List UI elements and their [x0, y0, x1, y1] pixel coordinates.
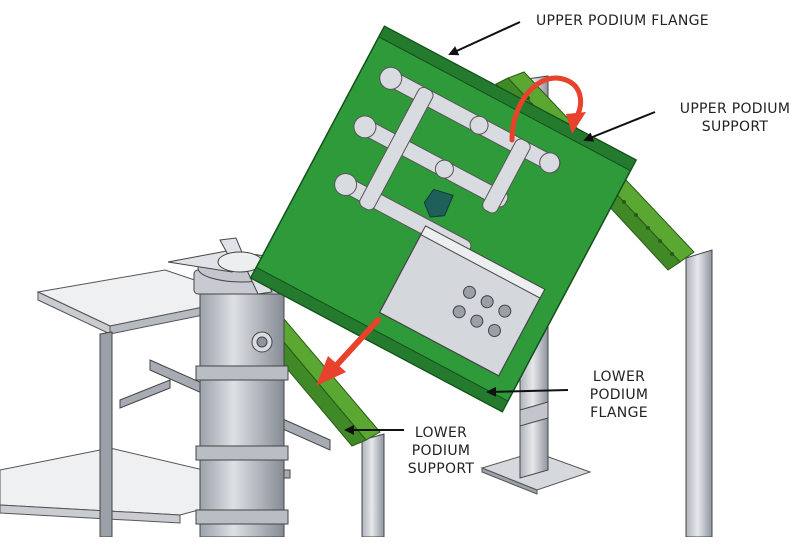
podium-panel — [249, 25, 638, 413]
logo-mark — [423, 188, 454, 218]
callout-lower-podium-flange: LOWER PODIUM FLANGE — [574, 368, 664, 422]
callout-lower-podium-flange-line2: PODIUM — [589, 387, 649, 403]
callout-upper-podium-flange: UPPER PODIUM FLANGE — [536, 12, 709, 30]
callout-lower-podium-flange-line1: LOWER — [592, 369, 646, 385]
tall-post — [685, 249, 713, 538]
callout-lower-podium-support-line2: PODIUM — [411, 443, 471, 459]
callout-lower-podium-flange-line3: FLANGE — [590, 405, 648, 421]
lower-arrow — [316, 317, 381, 386]
callout-lower-podium-support: LOWER PODIUM SUPPORT — [396, 424, 486, 478]
callout-lower-podium-support-line3: SUPPORT — [407, 461, 475, 477]
leader-lower-flange — [486, 386, 569, 397]
manifold-box — [378, 225, 546, 377]
callout-lower-podium-support-line1: LOWER — [414, 425, 468, 441]
leader-upper-support — [583, 111, 656, 142]
rotate-arrow — [509, 75, 586, 143]
callout-upper-podium-support: UPPER PODIUM SUPPORT — [660, 100, 810, 136]
callout-upper-podium-flange-text: UPPER PODIUM FLANGE — [536, 13, 709, 29]
callout-upper-podium-support-line1: UPPER PODIUM — [679, 101, 791, 117]
callout-upper-podium-support-line2: SUPPORT — [701, 119, 769, 135]
leader-upper-flange — [448, 21, 521, 56]
vertical-column — [167, 237, 313, 538]
